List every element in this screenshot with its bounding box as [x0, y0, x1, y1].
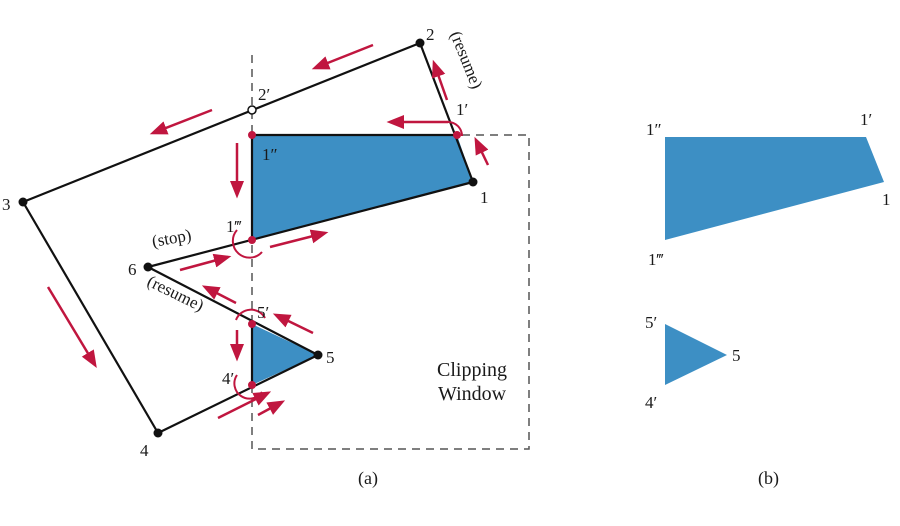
- vertex-4: [153, 428, 163, 438]
- label-v1pp: 1″: [262, 145, 278, 164]
- label-v3: 3: [2, 195, 11, 214]
- label-v4p: 4′: [222, 369, 234, 388]
- annotation-resume-top: (resume): [446, 28, 486, 91]
- result-label-v4p: 4′: [645, 393, 657, 412]
- vertex-5: [313, 350, 323, 360]
- turn-arcs: [231, 121, 463, 400]
- result-polygon-lower: [665, 324, 727, 385]
- arrow-along-4-5-b: [257, 400, 286, 417]
- arrow-along-2-3-a: [311, 43, 374, 70]
- arrow-along-5-5p: [272, 313, 314, 335]
- arrow-along-2-3-b: [149, 108, 213, 135]
- result-label-v1ppp: 1‴: [648, 250, 664, 269]
- edge-1-2: [418, 42, 475, 183]
- caption-b: (b): [758, 468, 779, 489]
- label-v1: 1: [480, 188, 489, 207]
- arrow-along-1p-2: [432, 59, 449, 101]
- clipping-window: [251, 134, 530, 450]
- arc-4p: [233, 374, 263, 400]
- original-polygon-edges: [22, 41, 475, 434]
- vertex-5p: [248, 320, 256, 328]
- vertices: [18, 38, 478, 438]
- label-v1ppp: 1‴: [226, 217, 242, 236]
- window-label-line2: Window: [438, 383, 507, 405]
- vertex-2: [415, 38, 425, 48]
- arrow-along-1-1p: [474, 136, 490, 166]
- result-label-v1pp: 1″: [646, 120, 662, 139]
- vertex-3: [18, 197, 28, 207]
- label-v2p: 2′: [258, 85, 270, 104]
- annotation-resume-mid: (resume): [144, 272, 207, 316]
- arc-5p: [235, 308, 266, 321]
- label-v2: 2: [426, 25, 435, 44]
- vertex-1p: [453, 131, 461, 139]
- arrow-along-1ppp-1: [269, 229, 329, 249]
- annotation-stop: (stop): [150, 225, 192, 251]
- vertex-4p: [248, 381, 256, 389]
- label-v5p: 5′: [257, 303, 269, 322]
- traversal-arrows: [46, 43, 490, 420]
- arrow-along-5p-6: [201, 285, 237, 305]
- label-v5: 5: [326, 348, 335, 367]
- clipped-region-upper: [252, 135, 473, 240]
- vertex-6: [143, 262, 153, 272]
- arrow-along-4-5: [217, 391, 272, 420]
- result-label-v1: 1: [882, 190, 891, 209]
- result-label-v5p: 5′: [645, 313, 657, 332]
- label-v4: 4: [140, 441, 149, 460]
- caption-a: (a): [358, 468, 378, 489]
- arc-1p: [447, 121, 463, 137]
- window-label-line1: Clipping: [437, 359, 507, 381]
- label-v6: 6: [128, 260, 137, 279]
- edge-2-3: [22, 41, 421, 204]
- result-polygon-upper: [665, 137, 884, 240]
- clipped-region-lower: [252, 324, 318, 385]
- edge-5-6: [147, 266, 319, 356]
- result-label-v1p: 1′: [860, 110, 872, 129]
- vertex-1: [468, 177, 478, 187]
- vertex-2p: [247, 105, 257, 115]
- label-v1p: 1′: [456, 100, 468, 119]
- vertex-1pp: [248, 131, 256, 139]
- arc-1ppp: [231, 229, 263, 259]
- panel-a: 1 2 3 4 5 6 1′ 1″ 1‴ 2′ 4′ 5′ (resume) (…: [2, 25, 530, 489]
- edge-3-4: [22, 201, 159, 434]
- edge-6-1: [147, 180, 474, 269]
- arrow-along-3-4: [46, 286, 97, 368]
- arrow-along-6-1: [179, 253, 232, 272]
- result-label-v5: 5: [732, 346, 741, 365]
- vertex-1ppp: [248, 236, 256, 244]
- panel-b: 1″ 1′ 1 1‴ 5′ 5 4′ (b): [645, 110, 891, 489]
